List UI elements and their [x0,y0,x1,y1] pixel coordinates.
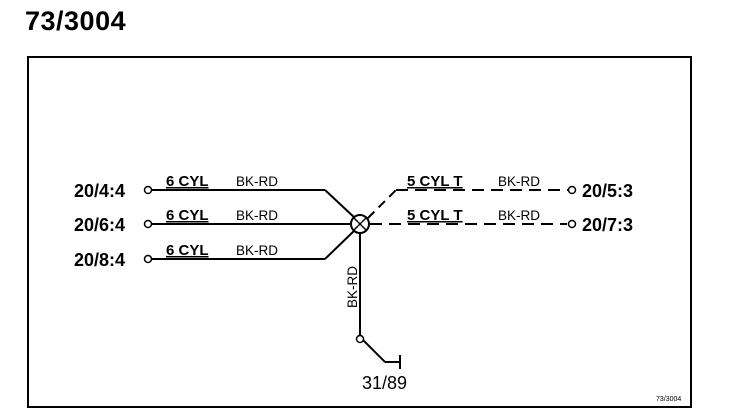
wire-color-left-2: BK-RD [236,208,278,223]
wire-left-3 [152,228,357,260]
terminal-20-4-4 [143,185,153,195]
splice-node [350,214,370,234]
function-label-right-1: 5 CYL T [407,173,463,190]
pin-label-right-2: 20/7:3 [582,215,633,235]
terminal-20-8-4 [143,254,153,264]
wire-color-left-1: BK-RD [236,174,278,189]
wire-left-1 [152,189,357,220]
function-label-left-3: 6 CYL [166,242,209,259]
wire-color-ground: BK-RD [345,266,360,308]
pin-label-left-2: 20/6:4 [74,215,125,235]
terminal-20-6-4 [143,219,153,229]
wire-color-right-1: BK-RD [498,174,540,189]
function-label-left-1: 6 CYL [166,173,209,190]
page-title: 73/3004 [25,6,127,36]
ground-label: 31/89 [362,373,407,393]
pin-label-left-1: 20/4:4 [74,181,125,201]
pin-label-left-3: 20/8:4 [74,250,125,270]
terminal-20-5-3 [567,185,577,195]
terminal-ground [355,334,365,344]
diagram-frame [27,56,692,408]
ground-wire [359,232,386,363]
wire-color-left-3: BK-RD [236,243,278,258]
wire-right-1 [367,189,568,219]
pin-label-right-1: 20/5:3 [582,181,633,201]
ground-symbol [385,355,401,369]
drawing-id: 73/3004 [656,396,681,403]
function-label-left-2: 6 CYL [166,207,209,224]
function-label-right-2: 5 CYL T [407,207,463,224]
wire-color-right-2: BK-RD [498,208,540,223]
terminal-20-7-3 [567,219,577,229]
